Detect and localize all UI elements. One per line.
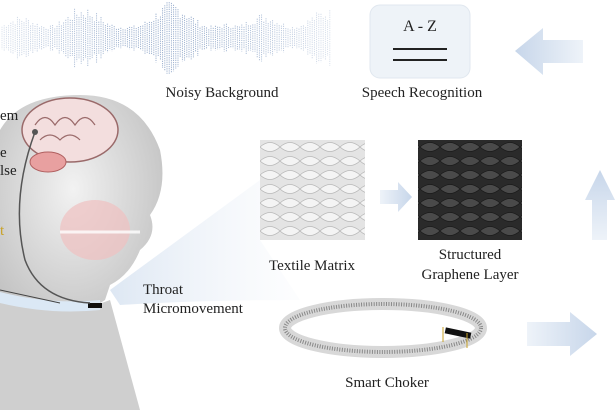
noisy-background-label: Noisy Background	[165, 85, 279, 101]
left-label-fragment: em	[0, 108, 19, 124]
arrow-left-icon	[515, 28, 583, 75]
choker-sensor	[88, 303, 102, 308]
textile-matrix-image	[260, 140, 365, 240]
left-label-fragment: t	[0, 223, 5, 239]
smart-choker-label: Smart Choker	[345, 375, 429, 391]
arrow-right-icon	[380, 182, 412, 212]
left-label-fragment: e	[0, 145, 7, 161]
graphene-label-line2: Graphene Layer	[421, 267, 519, 283]
cerebellum-icon	[29, 151, 67, 173]
graphene-label-line1: Structured	[438, 247, 502, 263]
shoulders-illustration	[0, 300, 140, 410]
arrow-right-icon	[527, 312, 597, 356]
speech-recognition-box	[369, 4, 471, 79]
textile-matrix-label: Textile Matrix	[268, 258, 356, 274]
zoom-projection	[110, 180, 300, 305]
speech-recognition-label: Speech Recognition	[361, 85, 483, 101]
left-label-fragment: lse	[0, 163, 17, 179]
muscle-vibration-icon	[60, 200, 130, 260]
graphene-layer-image	[418, 140, 522, 240]
throat-label-line1: Throat	[143, 282, 183, 298]
throat-label-line2: Micromovement	[143, 301, 243, 317]
pointer-line	[0, 289, 61, 304]
speech-box-text: A - Z	[403, 18, 437, 35]
nerve-path	[18, 131, 91, 304]
choker-on-neck	[0, 292, 100, 312]
smart-choker-image	[279, 298, 487, 358]
arrow-up-icon	[585, 170, 615, 240]
brain-icon	[21, 97, 119, 163]
noise-waveform	[1, 2, 331, 74]
